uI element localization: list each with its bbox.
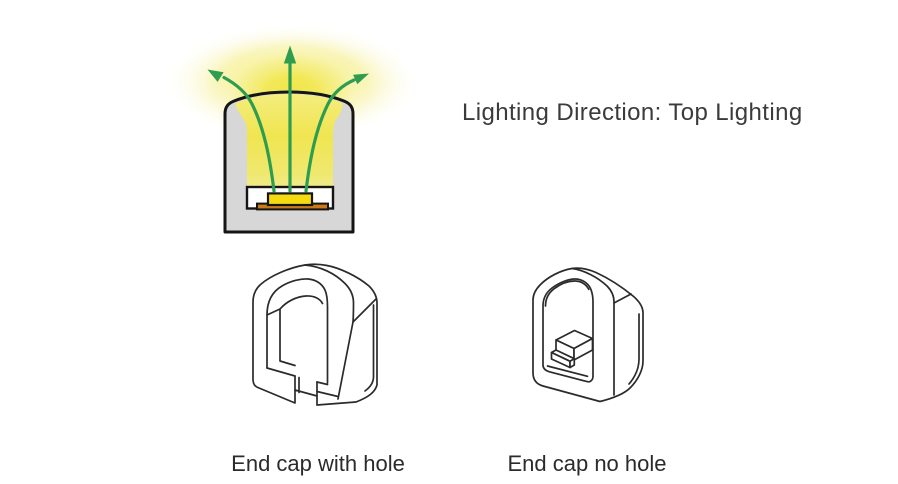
led-emitter <box>266 192 314 207</box>
cap2-step-block <box>550 329 594 369</box>
top-lighting-diagram <box>164 24 420 234</box>
cap2-edges <box>542 267 640 396</box>
arrowheads-icon <box>207 45 369 85</box>
end-cap-with-hole-label: End cap with hole <box>231 451 405 476</box>
cap1-silhouette <box>252 263 378 406</box>
end-cap-with-hole-drawing <box>252 263 378 406</box>
end-cap-no-hole-label: End cap no hole <box>507 451 667 476</box>
end-cap-no-hole-drawing <box>532 267 644 403</box>
light-direction-arrows-icon <box>222 59 356 193</box>
lighting-direction-heading: Lighting Direction: Top Lighting <box>462 99 803 126</box>
cap1-edges <box>266 264 377 400</box>
